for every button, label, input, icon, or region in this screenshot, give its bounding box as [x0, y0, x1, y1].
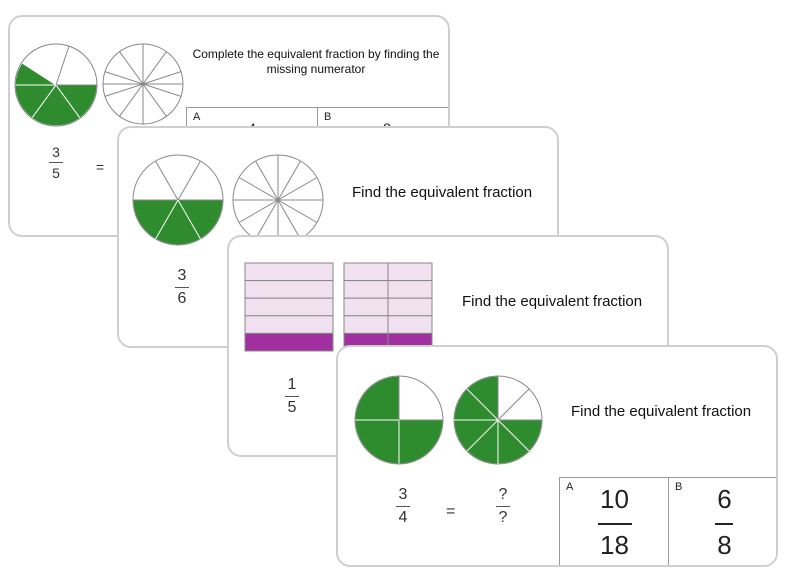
option-denominator-a: 18 [600, 530, 629, 560]
option-numerator-a: 10 [600, 484, 629, 514]
question-prompt: Complete the equivalent fraction by find… [186, 47, 446, 77]
unknown-numerator: ? [498, 486, 508, 503]
bar-model-fifths [244, 262, 334, 352]
fraction-numerator: 1 [287, 376, 297, 393]
option-letter-a: A [566, 481, 574, 493]
given-fraction: 3 6 [171, 268, 193, 307]
fraction-bar [175, 287, 189, 288]
prompt-line-2: missing numerator [266, 62, 366, 76]
fraction-bar [49, 162, 63, 163]
pie-chart-eighths-shaded [453, 375, 543, 465]
bar-model-tenths [343, 262, 433, 352]
option-letter-b: B [675, 481, 683, 493]
question-prompt: Find the equivalent fraction [352, 184, 533, 201]
option-letter-b: B [324, 111, 332, 123]
fraction-bar [396, 506, 410, 507]
equals-sign: = [446, 503, 456, 520]
prompt-line-1: Complete the equivalent fraction by find… [192, 47, 440, 61]
option-fraction-bar-b [715, 523, 733, 525]
question-prompt: Find the equivalent fraction [571, 403, 752, 420]
fraction-bar [285, 396, 299, 397]
option-numerator-b: 6 [717, 484, 732, 514]
pie-chart-tenths-empty [102, 43, 184, 125]
fraction-denominator: 5 [52, 165, 60, 181]
pie-chart-quarters-shaded [354, 375, 444, 465]
fraction-numerator: 3 [52, 144, 60, 160]
option-fraction-bar-a [598, 523, 632, 525]
unknown-fraction: ? ? [492, 487, 514, 526]
option-denominator-b: 8 [717, 530, 732, 560]
option-letter-a: A [193, 111, 201, 123]
pie-chart-sixths-half-shaded [132, 154, 224, 246]
given-fraction: 3 5 [46, 145, 66, 180]
given-fraction: 3 4 [392, 487, 414, 526]
slide-card-4[interactable]: Find the equivalent fraction 3 4 = ? ? A… [336, 345, 778, 567]
pie-chart-fifths-shaded [14, 43, 98, 127]
fraction-denominator: 5 [287, 399, 297, 416]
answer-option-a[interactable]: A 10 18 [559, 477, 669, 565]
equals-sign: = [96, 159, 105, 175]
fraction-numerator: 3 [398, 486, 408, 503]
fraction-bar [496, 506, 510, 507]
fraction-denominator: 6 [177, 290, 187, 307]
fraction-numerator: 3 [177, 267, 187, 284]
unknown-denominator: ? [498, 509, 508, 526]
answer-option-b[interactable]: B 6 8 [668, 477, 776, 565]
question-prompt: Find the equivalent fraction [462, 293, 643, 310]
given-fraction: 1 5 [281, 377, 303, 416]
pie-chart-twelfths-empty [232, 154, 324, 246]
fraction-denominator: 4 [398, 509, 408, 526]
